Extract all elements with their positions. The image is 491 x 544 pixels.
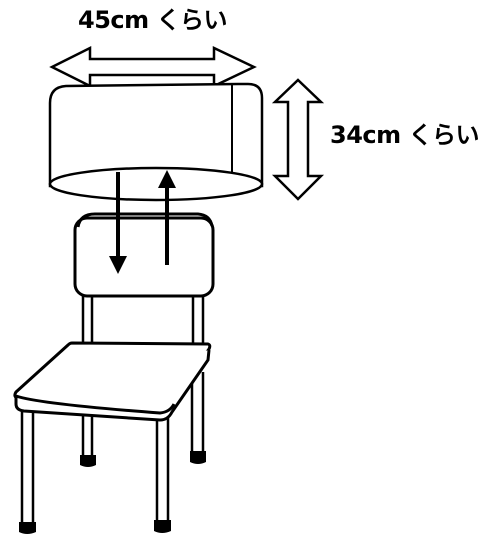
height-dimension-arrow-icon <box>271 78 325 201</box>
chair-backrest <box>73 212 215 298</box>
height-dimension-label: 34cm くらい <box>330 121 480 149</box>
width-dimension-arrow-icon <box>49 45 257 89</box>
arrow-down-icon <box>109 172 127 274</box>
chair-front-legs <box>19 411 171 534</box>
chair-seat <box>13 341 212 422</box>
arrow-up-icon <box>158 170 176 265</box>
width-dimension-label: 45cm くらい <box>78 6 228 34</box>
chair-cover <box>48 82 264 202</box>
chair-back-frame <box>81 296 205 350</box>
chair-rear-legs <box>80 372 206 467</box>
